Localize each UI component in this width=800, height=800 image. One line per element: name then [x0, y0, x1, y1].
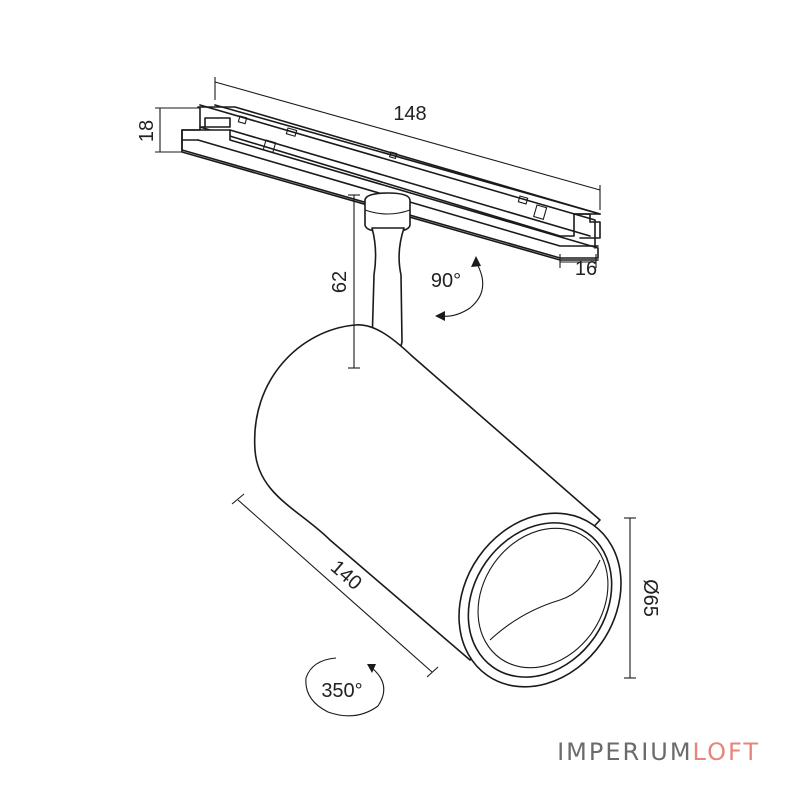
label-rail-depth: 16	[575, 258, 597, 280]
label-rail-height: 18	[136, 120, 158, 142]
dimension-lines	[155, 77, 636, 679]
spotlight-body	[253, 324, 622, 688]
rotation-arrow	[305, 657, 385, 717]
label-rotation-angle: 350°	[321, 680, 362, 702]
brand-logo: IMPERIUMLOFT	[557, 738, 760, 766]
adapter-puck	[364, 192, 411, 233]
logo-part-imperium: IMPERIUM	[557, 738, 692, 766]
label-rail-length: 148	[393, 103, 426, 125]
label-tilt-angle: 90°	[431, 270, 461, 292]
tilt-arrow	[435, 256, 484, 321]
logo-part-loft: LOFT	[693, 738, 760, 766]
label-stem-height: 62	[329, 271, 351, 293]
label-diameter: Ø65	[639, 579, 661, 617]
